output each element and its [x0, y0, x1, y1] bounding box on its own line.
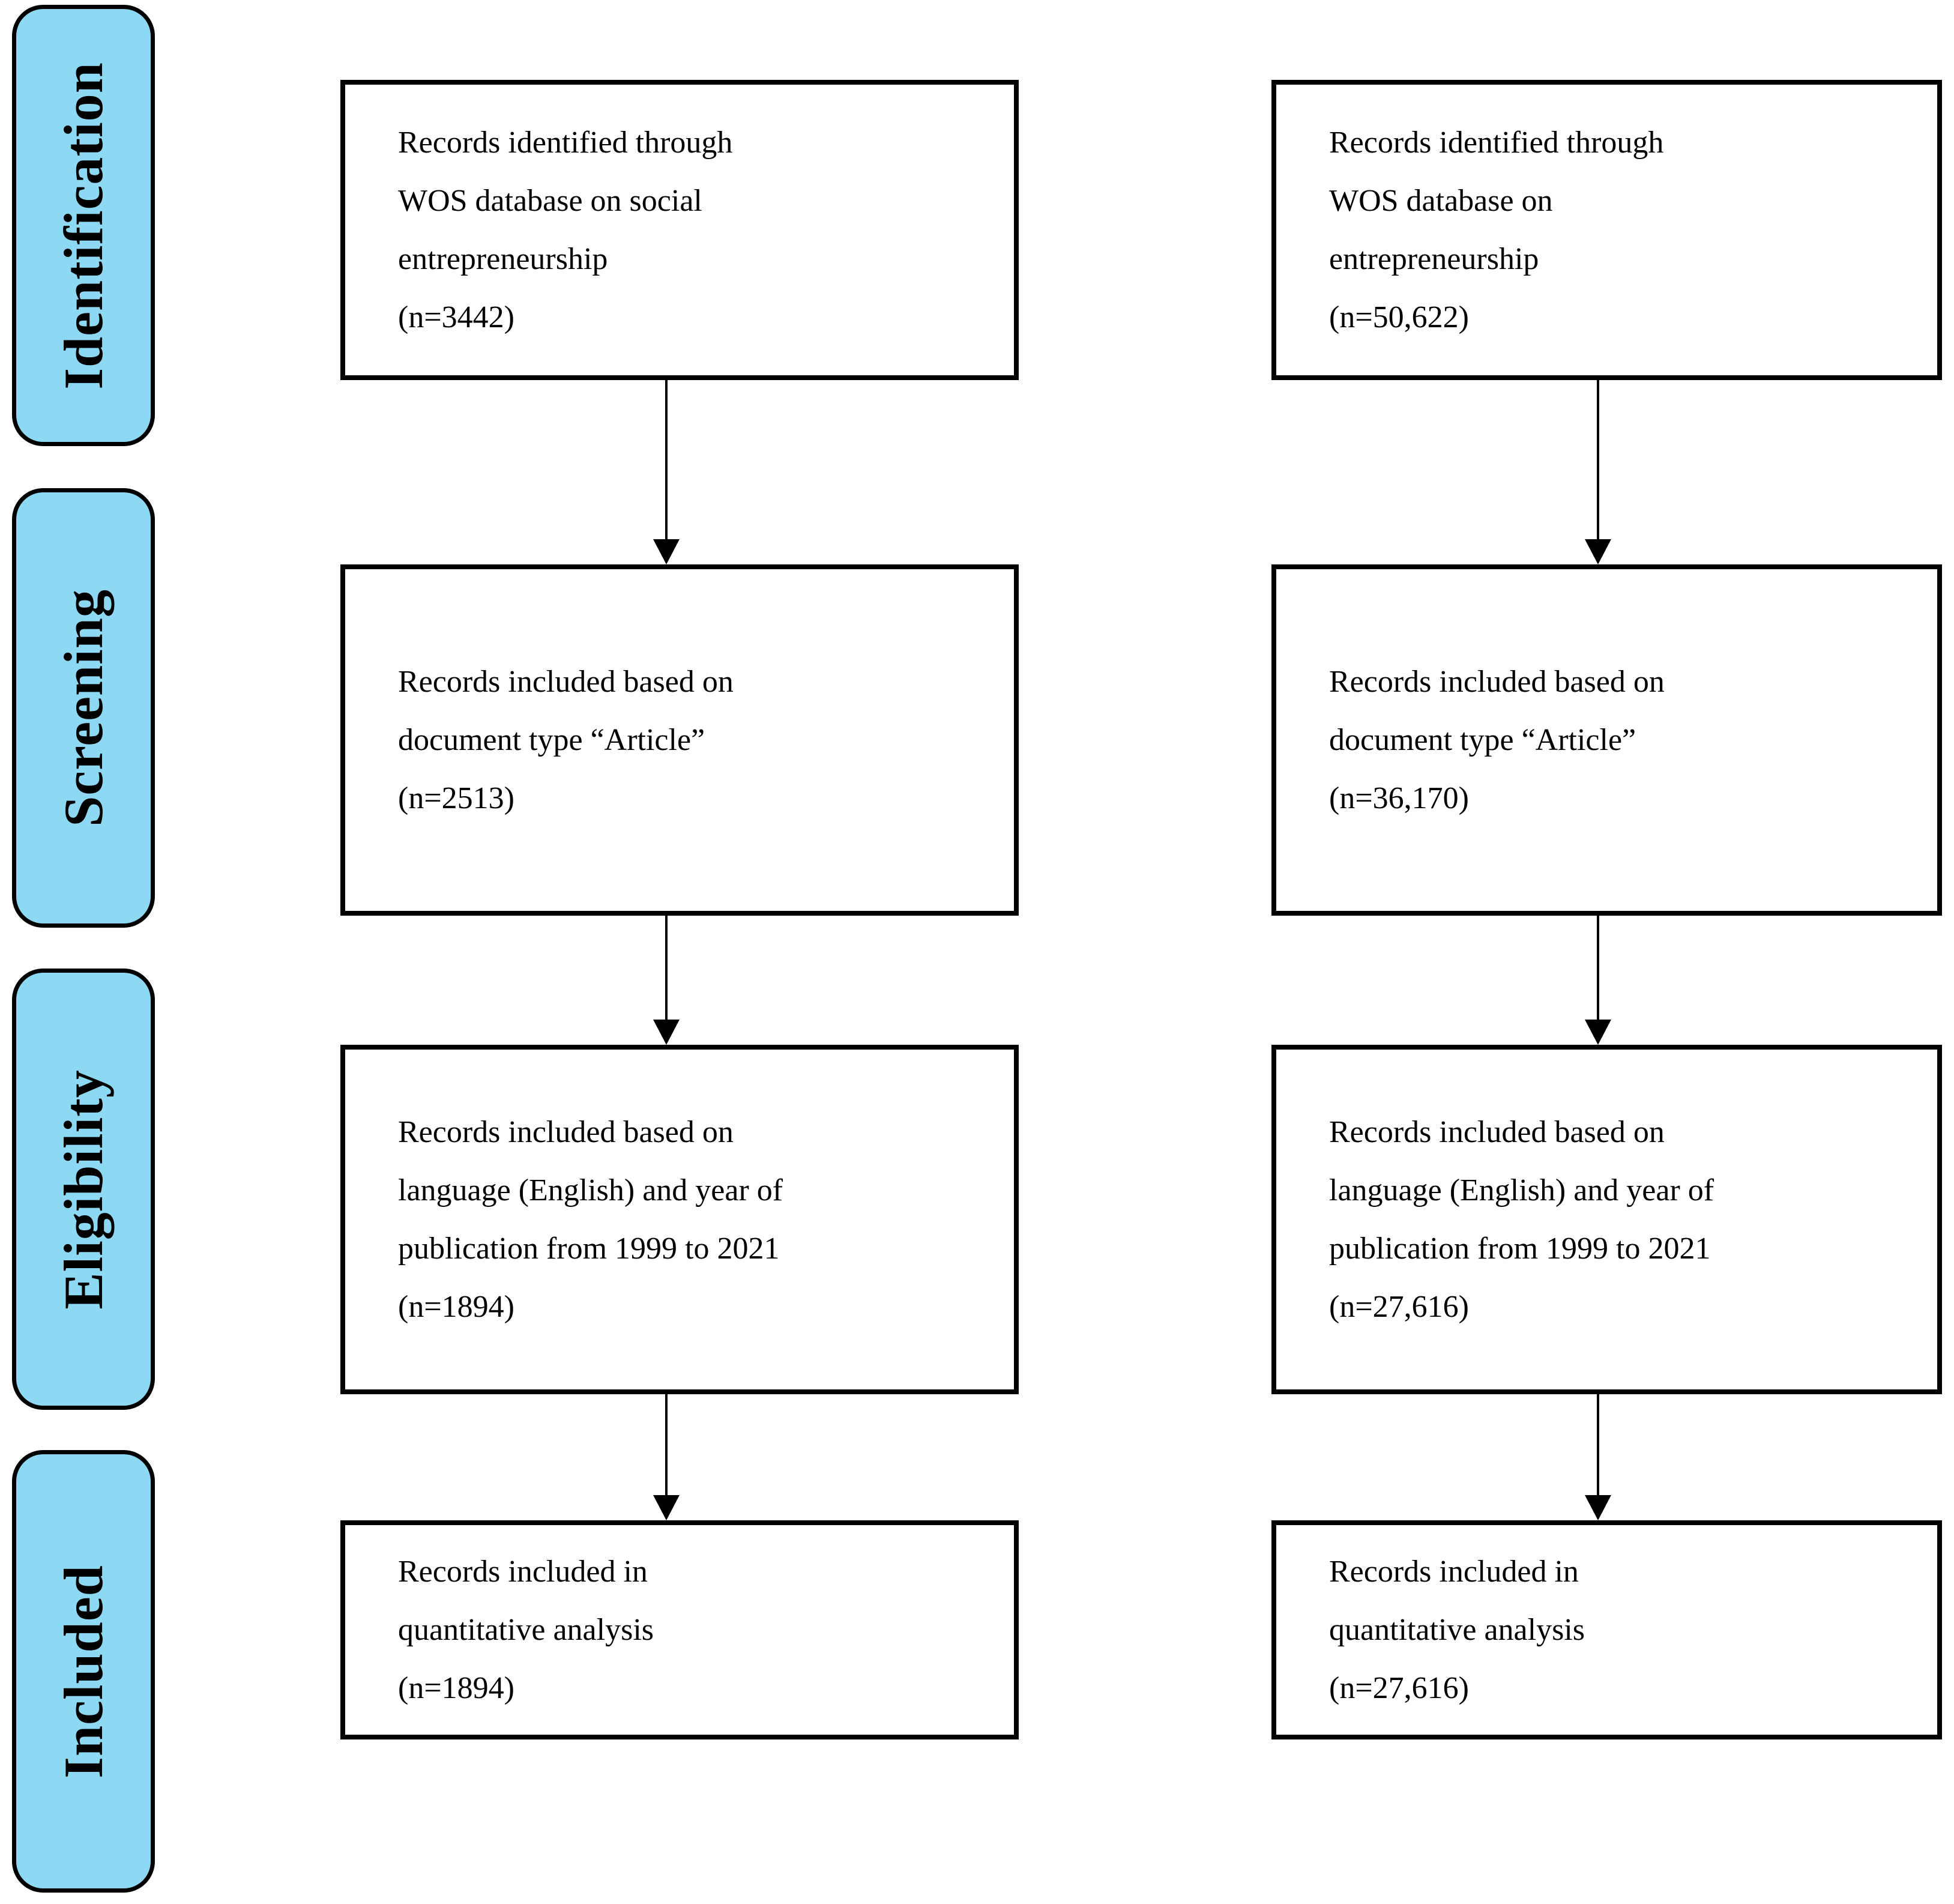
arrow-down-icon [653, 380, 680, 564]
box-general-included: Records included in quantitative analysi… [1271, 1520, 1942, 1739]
box-social-included: Records included in quantitative analysi… [340, 1520, 1019, 1739]
box-text-line: entrepreneurship [398, 242, 608, 276]
arrow-down-icon [653, 916, 680, 1045]
arrow-shaft [665, 916, 668, 1020]
box-general-screening: Records included based on document type … [1271, 564, 1942, 916]
arrow-down-icon [653, 1394, 680, 1520]
box-text-line: language (English) and year of [398, 1173, 783, 1207]
box-count-line: (n=1894) [398, 1671, 514, 1705]
arrow-down-icon [1585, 380, 1611, 564]
box-count-line: (n=3442) [398, 300, 514, 334]
arrowhead-icon [1585, 1495, 1611, 1520]
arrowhead-icon [653, 1495, 680, 1520]
box-text-line: Records included based on [1329, 665, 1665, 699]
box-count-line: (n=1894) [398, 1290, 514, 1324]
stage-pill-identification: Identification [12, 5, 155, 446]
box-text-line: document type “Article” [1329, 723, 1636, 757]
arrow-shaft [1597, 916, 1599, 1020]
stage-pill-eligibility: Eligibility [12, 969, 155, 1410]
box-text-line: Records included based on [398, 665, 734, 699]
box-text-line: Records included in [1329, 1555, 1579, 1589]
box-count-line: (n=36,170) [1329, 781, 1469, 815]
stage-pill-screening: Screening [12, 488, 155, 928]
arrowhead-icon [653, 1020, 680, 1045]
box-text-line: entrepreneurship [1329, 242, 1539, 276]
box-text-line: Records included based on [398, 1115, 734, 1149]
box-general-eligibility: Records included based on language (Engl… [1271, 1045, 1942, 1394]
stage-pill-included: Included [12, 1450, 155, 1893]
box-text-line: language (English) and year of [1329, 1173, 1714, 1207]
stage-label-identification: Identification [53, 61, 114, 390]
arrowhead-icon [653, 539, 680, 564]
box-count-line: (n=2513) [398, 781, 514, 815]
box-social-screening: Records included based on document type … [340, 564, 1019, 916]
box-text-line: Records identified through [398, 125, 733, 160]
box-text-line: publication from 1999 to 2021 [1329, 1232, 1711, 1266]
box-count-line: (n=27,616) [1329, 1671, 1469, 1705]
stage-label-screening: Screening [53, 589, 115, 827]
box-count-line: (n=27,616) [1329, 1290, 1469, 1324]
arrowhead-icon [1585, 539, 1611, 564]
box-text-line: quantitative analysis [398, 1613, 654, 1647]
arrow-shaft [1597, 1394, 1599, 1495]
box-text-line: WOS database on [1329, 184, 1553, 218]
arrow-down-icon [1585, 916, 1611, 1045]
box-text-line: document type “Article” [398, 723, 705, 757]
arrow-shaft [665, 1394, 668, 1495]
box-text-line: Records identified through [1329, 125, 1664, 160]
arrow-down-icon [1585, 1394, 1611, 1520]
box-social-identification: Records identified through WOS database … [340, 80, 1019, 380]
arrow-shaft [665, 380, 668, 539]
arrowhead-icon [1585, 1020, 1611, 1045]
stage-label-eligibility: Eligibility [53, 1069, 114, 1310]
box-text-line: publication from 1999 to 2021 [398, 1232, 780, 1266]
box-general-identification: Records identified through WOS database … [1271, 80, 1942, 380]
box-text-line: quantitative analysis [1329, 1613, 1585, 1647]
box-text-line: Records included in [398, 1555, 648, 1589]
box-social-eligibility: Records included based on language (Engl… [340, 1045, 1019, 1394]
box-text-line: Records included based on [1329, 1115, 1665, 1149]
box-count-line: (n=50,622) [1329, 300, 1469, 334]
box-text-line: WOS database on social [398, 184, 702, 218]
arrow-shaft [1597, 380, 1599, 539]
stage-label-included: Included [53, 1564, 115, 1779]
